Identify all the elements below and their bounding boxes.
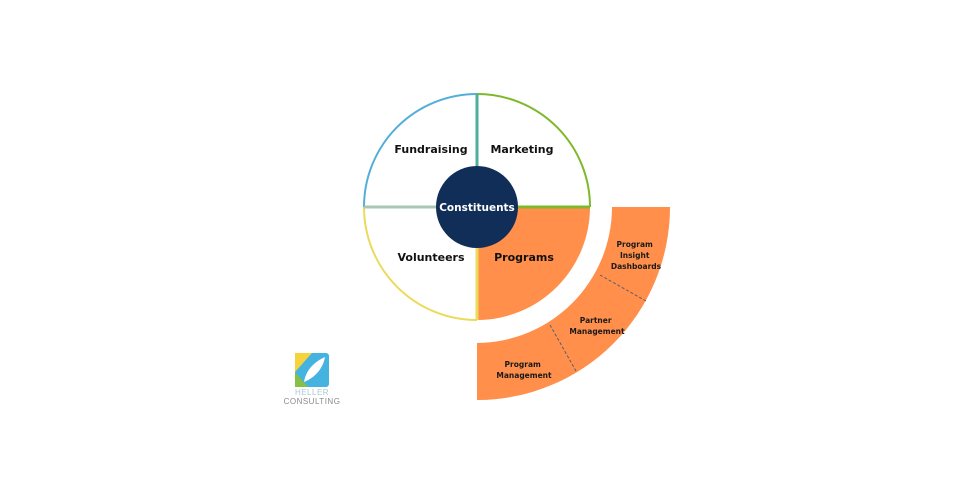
partner-management-label: Partner Management [569,316,625,336]
logo-green-shape [295,372,308,387]
logo-text-heller: HELLER [295,388,329,397]
outer-ring-divider [599,274,647,302]
constituents-circle [436,166,518,248]
logo-leaf-icon [304,357,325,382]
heller-consulting-logo: HELLER CONSULTING [284,353,341,406]
program-management-label: Program Management [496,360,552,380]
logo-text-consulting: CONSULTING [284,397,341,406]
fundraising-quadrant [363,93,478,208]
marketing-quadrant [476,93,591,208]
marketing-label: Marketing [490,143,553,156]
volunteers-label: Volunteers [397,251,465,264]
program-insight-dashboards-label: Program Insight Dashboards [611,240,662,271]
logo-yellow-shape [295,353,312,372]
volunteers-quadrant [363,206,478,321]
outer-ring-band [477,207,670,400]
outer-ring-divider [549,324,577,372]
constituents-label: Constituents [439,202,515,214]
programs-label: Programs [494,251,554,264]
fundraising-label: Fundraising [394,143,467,156]
